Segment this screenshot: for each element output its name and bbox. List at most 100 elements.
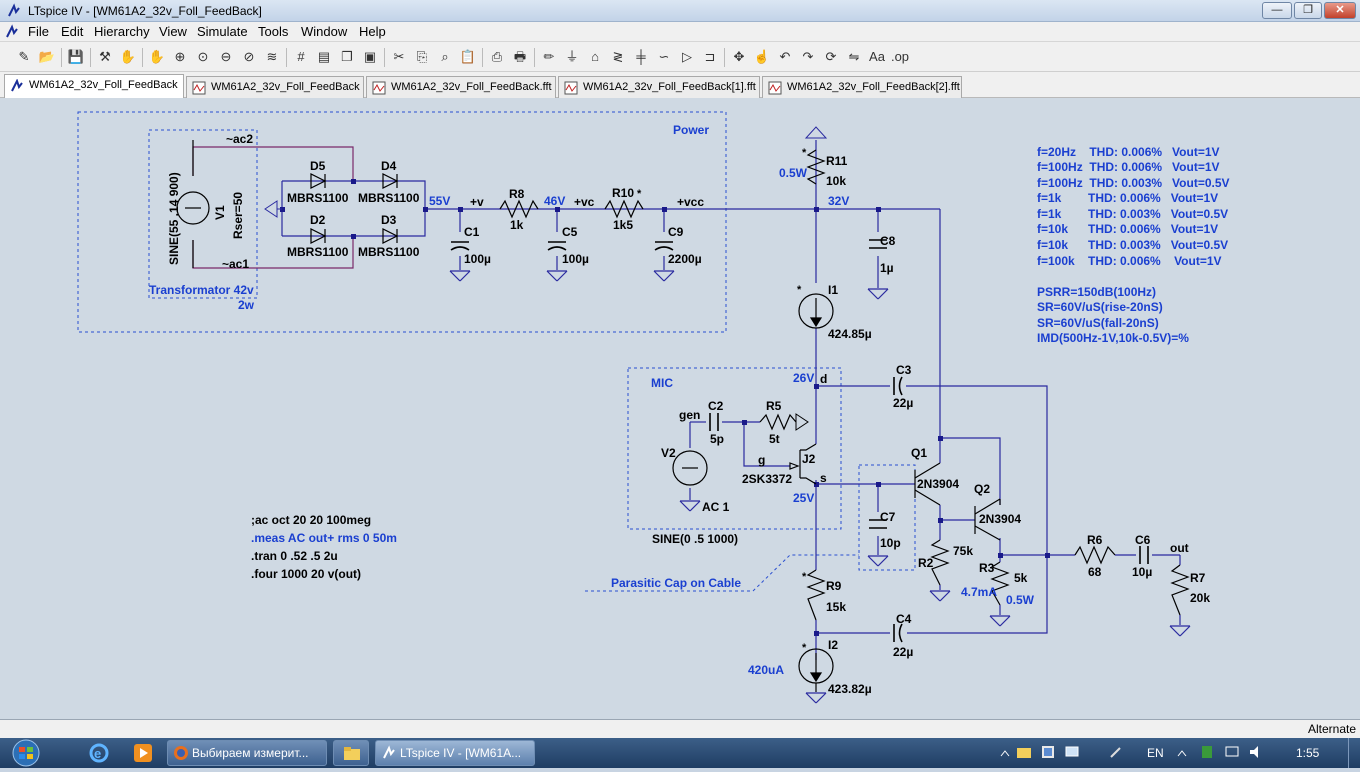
undo-icon[interactable]: ↶ [779, 49, 791, 64]
control-panel-icon[interactable]: ⚒ [99, 49, 111, 64]
redo-icon[interactable]: ↷ [802, 49, 814, 64]
menu-file[interactable]: File [28, 24, 49, 39]
grid-icon[interactable]: # [297, 49, 305, 64]
menu-edit[interactable]: Edit [61, 24, 84, 39]
cascade-icon[interactable]: ❐ [341, 49, 353, 64]
ie-icon[interactable]: e [88, 742, 110, 769]
tray-up-icon[interactable] [1177, 746, 1187, 764]
j2-jfet[interactable] [789, 443, 817, 485]
component-labels: ~ac2 ~ac1 V1 SINE(55 .14 900) Rser=50 D5… [167, 132, 1210, 696]
thd-notes: f=20Hz THD: 0.006% Vout=1V f=100Hz THD: … [1037, 145, 1230, 345]
taskbar-ltspice[interactable]: LTspice IV - [WM61A... [375, 740, 535, 766]
menu-tools[interactable]: Tools [258, 24, 289, 39]
zoom-out-icon[interactable]: ⊖ [220, 49, 232, 64]
language-indicator[interactable]: EN [1147, 746, 1164, 760]
menu-view[interactable]: View [159, 24, 187, 39]
tray-display-icon[interactable] [1224, 744, 1240, 765]
note-line: SR=60V/uS(rise-20nS) [1037, 300, 1163, 314]
c9-label: C9 [668, 225, 684, 239]
menu-window[interactable]: Window [301, 24, 348, 39]
capacitors[interactable] [450, 239, 1149, 643]
tile-vertical-icon[interactable]: ▤ [317, 49, 331, 64]
tray-flag-icon[interactable] [1040, 744, 1056, 765]
taskbar-firefox[interactable]: Выбираем измерит... [167, 740, 327, 766]
tab-fft-2[interactable]: WM61A2_32v_Foll_FeedBack[2].fft [762, 76, 962, 98]
pan-icon[interactable]: ✋ [148, 49, 166, 64]
transformator-label: Transformator 42v [149, 283, 254, 297]
tray-chevron-icon[interactable] [1000, 746, 1010, 758]
r6-value: 68 [1088, 565, 1102, 579]
c2-value: 5p [710, 432, 724, 446]
tab-fft-1[interactable]: WM61A2_32v_Foll_FeedBack[1].fft [558, 76, 760, 98]
cut-icon[interactable]: ✂ [393, 49, 405, 64]
component-icon[interactable]: ⊐ [704, 49, 716, 64]
new-schematic-icon[interactable]: ✎ [18, 49, 30, 64]
schematic-canvas[interactable]: ~ac2 ~ac1 V1 SINE(55 .14 900) Rser=50 D5… [0, 98, 1360, 720]
autorange-icon[interactable]: ≋ [266, 49, 278, 64]
text-icon[interactable]: Aa [869, 49, 885, 64]
clock[interactable]: 1:55 [1296, 746, 1320, 760]
rotate-icon[interactable]: ⟳ [825, 49, 837, 64]
capacitor-icon[interactable]: ╪ [636, 49, 646, 64]
save-icon[interactable]: 💾 [67, 49, 85, 64]
parasitic-box [858, 464, 916, 571]
parasitic-leader [585, 554, 859, 592]
i2-star: * [802, 642, 807, 654]
menu-help[interactable]: Help [359, 24, 386, 39]
resistor-icon[interactable]: ≷ [612, 49, 624, 64]
inductor-icon[interactable]: ∽ [658, 49, 670, 64]
move-icon[interactable]: ✥ [733, 49, 745, 64]
r9-label: R9 [826, 579, 842, 593]
zoom-cancel-icon[interactable]: ⊘ [243, 49, 255, 64]
q2-transistor[interactable] [974, 498, 1001, 541]
show-desktop-button[interactable] [1348, 738, 1360, 768]
start-button[interactable] [8, 739, 44, 767]
paste-icon[interactable]: 📋 [459, 49, 477, 64]
halt-icon[interactable]: ✋ [119, 49, 137, 64]
current-sources[interactable] [798, 293, 834, 692]
restore-button[interactable]: ❐ [1294, 2, 1322, 19]
close-button[interactable]: ✕ [1324, 2, 1356, 19]
net-s: s [820, 471, 827, 485]
zoom-in-icon[interactable]: ⊕ [174, 49, 186, 64]
ltspice-app-icon[interactable] [6, 3, 22, 24]
mirror-icon[interactable]: ⇋ [848, 49, 860, 64]
document-icon[interactable] [4, 24, 20, 45]
taskbar-explorer[interactable] [333, 740, 369, 766]
copy-icon[interactable]: ⎘ [416, 49, 428, 64]
open-icon[interactable]: 📂 [38, 49, 56, 64]
v2-source[interactable] [672, 450, 708, 486]
v1-source[interactable] [176, 140, 210, 268]
schematic-drawing[interactable]: ~ac2 ~ac1 V1 SINE(55 .14 900) Rser=50 D5… [0, 98, 1360, 720]
r11-power: 0.5W [779, 166, 808, 180]
tray-network-icon[interactable] [1064, 744, 1080, 765]
tray-green-icon[interactable] [1200, 744, 1214, 765]
print-icon[interactable]: 🖶 [513, 49, 527, 64]
ground-icon[interactable]: ⏚ [565, 49, 579, 64]
q1-transistor[interactable] [914, 462, 941, 506]
zoom-full-icon[interactable]: ⊙ [197, 49, 209, 64]
tab-waveform[interactable]: WM61A2_32v_Foll_FeedBack [186, 76, 364, 98]
label-icon[interactable]: ⌂ [591, 49, 599, 64]
spice-directive-icon[interactable]: .op [890, 49, 910, 64]
close-all-icon[interactable]: ▣ [363, 49, 377, 64]
v26-label: 26V [793, 371, 814, 385]
tray-folder-icon[interactable] [1016, 745, 1032, 764]
menu-hierarchy[interactable]: Hierarchy [94, 24, 150, 39]
diodes[interactable] [310, 173, 399, 244]
r3-value: 5k [1014, 571, 1028, 585]
media-player-icon[interactable] [132, 742, 154, 769]
resistors[interactable] [499, 149, 1190, 621]
print-preview-icon[interactable]: ⎙ [491, 49, 503, 64]
tray-tool-icon[interactable] [1108, 744, 1124, 765]
find-icon[interactable]: ⌕ [441, 49, 449, 64]
tab-schematic[interactable]: WM61A2_32v_Foll_FeedBack [4, 74, 184, 98]
wire-icon[interactable]: ✏ [543, 49, 555, 64]
tab-fft[interactable]: WM61A2_32v_Foll_FeedBack.fft [366, 76, 556, 98]
menu-simulate[interactable]: Simulate [197, 24, 248, 39]
drag-icon[interactable]: ☝ [753, 49, 771, 64]
spice-directives[interactable]: ;ac oct 20 20 100meg .meas AC out+ rms 0… [251, 513, 397, 581]
diode-icon[interactable]: ▷ [682, 49, 692, 64]
volume-icon[interactable] [1248, 744, 1264, 765]
minimize-button[interactable]: — [1262, 2, 1292, 19]
